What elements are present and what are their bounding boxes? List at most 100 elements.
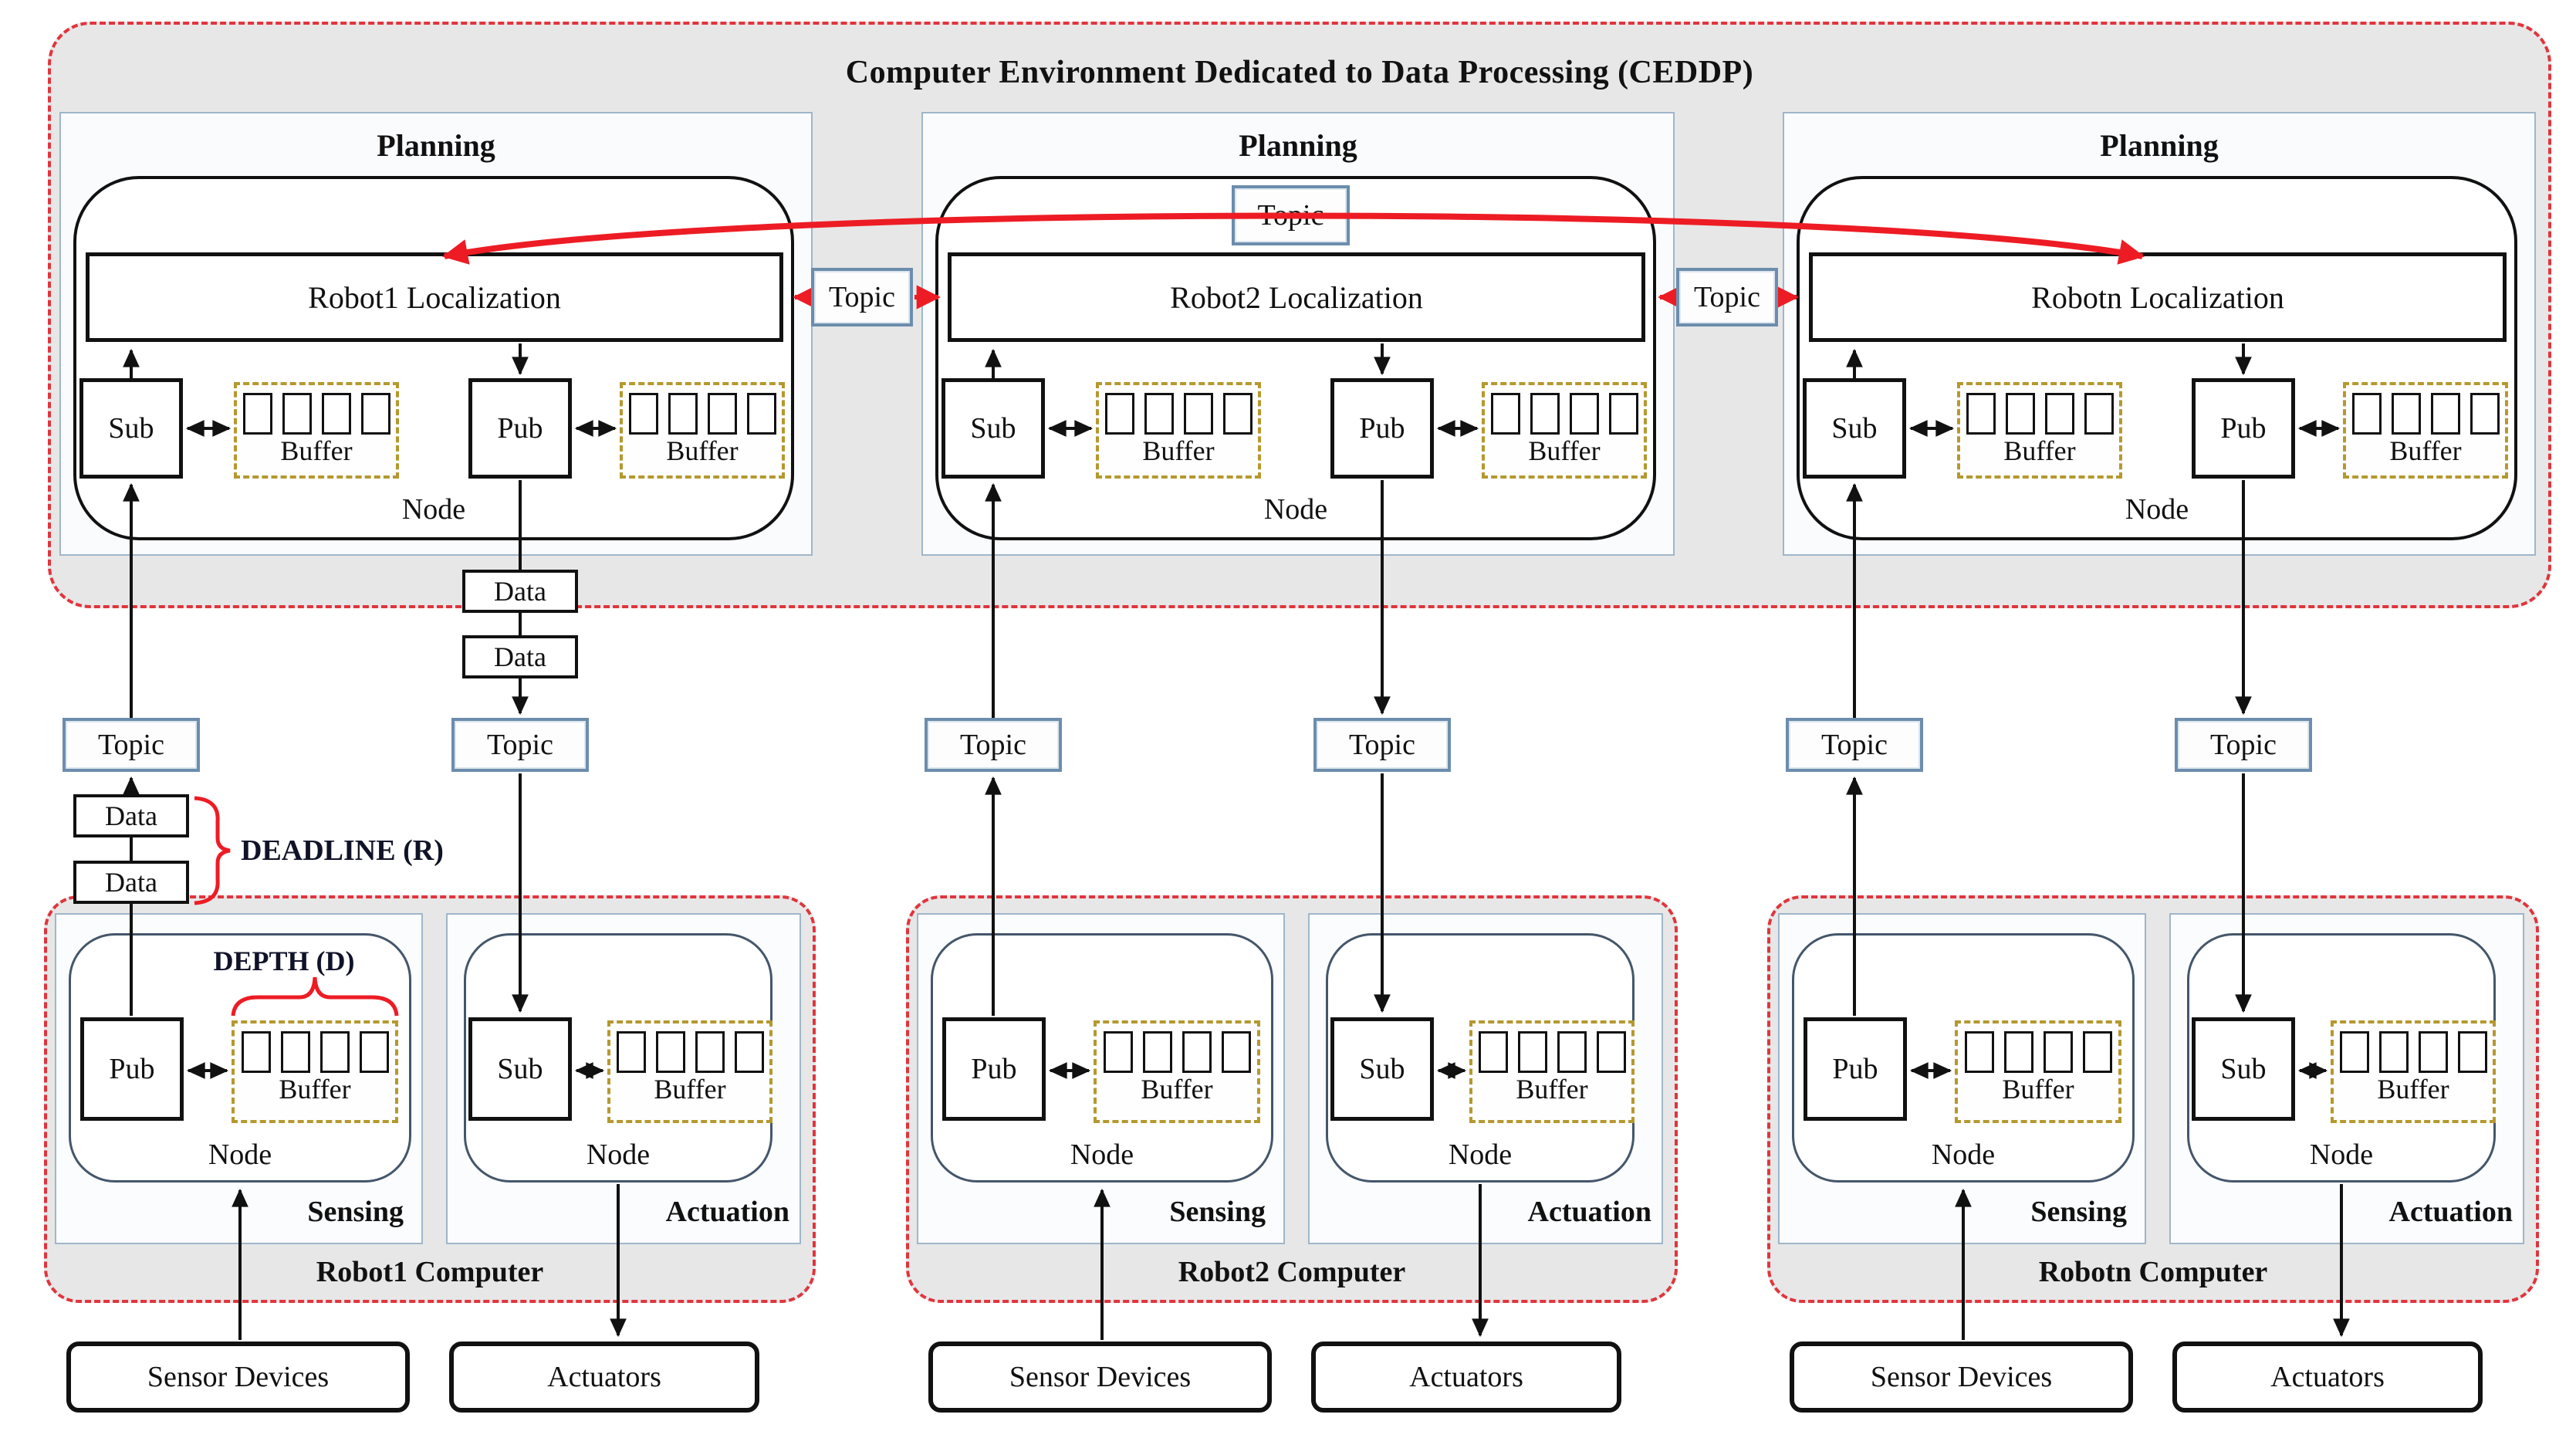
buffer-label: Buffer: [654, 1074, 726, 1105]
buffer-box-actuation-robot1: Buffer: [607, 1020, 772, 1123]
buffer-label: Buffer: [666, 435, 739, 466]
buffer-slot: [695, 1031, 725, 1073]
topic-box-top-center: Topic: [1232, 185, 1350, 245]
buffer-slot: [1142, 1031, 1172, 1073]
robot1-wires: [123, 343, 627, 1340]
sub-box-planning-robot2: Sub: [941, 378, 1045, 479]
buffer-slots: [2339, 1031, 2487, 1073]
buffer-slot: [746, 393, 776, 435]
sub-box-planning-robotn: Sub: [1803, 378, 1906, 479]
buffer-slot: [734, 1031, 764, 1073]
buffer-slot: [1103, 1031, 1133, 1073]
data-box-up-1: Data: [73, 794, 189, 837]
buffer-label: Buffer: [2002, 1074, 2074, 1105]
buffer-slot: [2418, 1031, 2448, 1073]
robot2-wires: [985, 343, 1489, 1340]
buffer-slot: [282, 393, 312, 435]
buffer-slot: [616, 1031, 646, 1073]
buffer-box-actuation-robot2: Buffer: [1469, 1020, 1635, 1123]
buffer-label: Buffer: [1141, 1074, 1213, 1105]
topic-box-sensing-robot1: Topic: [63, 718, 200, 772]
buffer-slot: [1221, 1031, 1251, 1073]
buffer-slot: [2084, 393, 2114, 435]
buffer-box-planning-pub-robot2: Buffer: [1482, 382, 1647, 479]
buffer-box-planning-sub-robotn: Buffer: [1957, 382, 2122, 479]
buffer-label: Buffer: [279, 1074, 351, 1105]
buffer-slot: [1530, 393, 1560, 435]
ceddp-title: Computer Environment Dedicated to Data P…: [845, 55, 1754, 90]
pub-box-sensing-robot1: Pub: [80, 1017, 184, 1121]
buffer-label: Buffer: [1142, 435, 1215, 466]
buffer-box-planning-pub-robot1: Buffer: [620, 382, 785, 479]
buffer-slot: [242, 393, 272, 435]
buffer-slot: [2043, 1031, 2073, 1073]
buffer-slot: [2082, 1031, 2112, 1073]
data-box-up-2: Data: [73, 861, 189, 904]
buffer-slots: [2351, 393, 2500, 435]
depth-brace: [231, 976, 399, 1017]
buffer-slot: [655, 1031, 685, 1073]
buffer-slot: [2044, 393, 2074, 435]
buffer-slot: [360, 393, 390, 435]
buffer-label: Buffer: [2377, 1074, 2449, 1105]
sub-box-actuation-robotn: Sub: [2192, 1017, 2295, 1121]
buffer-box-sensing-robotn: Buffer: [1955, 1020, 2121, 1123]
buffer-slot: [668, 393, 698, 435]
buffer-slot: [1966, 393, 1996, 435]
pub-box-planning-robot1: Pub: [468, 378, 572, 479]
localization-bar-robot1: Robot1 Localization: [86, 252, 783, 342]
buffer-slot: [1183, 393, 1213, 435]
pub-box-planning-robot2: Pub: [1330, 378, 1434, 479]
topic-box-between-r2-rn: Topic: [1676, 268, 1778, 327]
planning-title-robot2: Planning: [1239, 128, 1357, 163]
data-box-down-1: Data: [462, 570, 578, 613]
sensor-devices-box-robot1: Sensor Devices: [66, 1342, 410, 1413]
buffer-slot: [2339, 1031, 2369, 1073]
buffer-slot: [280, 1031, 310, 1073]
buffer-slot: [359, 1031, 389, 1073]
buffer-box-planning-pub-robotn: Buffer: [2343, 382, 2508, 479]
buffer-label: Buffer: [1528, 435, 1601, 466]
buffer-slot: [1182, 1031, 1212, 1073]
buffer-slot: [1478, 1031, 1508, 1073]
buffer-slot: [2378, 1031, 2409, 1073]
sub-box-actuation-robot1: Sub: [468, 1017, 572, 1121]
buffer-slot: [2351, 393, 2382, 435]
buffer-box-planning-sub-robot1: Buffer: [234, 382, 399, 479]
buffer-slots: [241, 1031, 389, 1073]
pub-box-sensing-robotn: Pub: [1804, 1017, 1907, 1121]
buffer-box-sensing-robot1: Buffer: [232, 1020, 398, 1123]
buffer-label: Buffer: [2003, 435, 2076, 466]
pub-box-sensing-robot2: Pub: [942, 1017, 1046, 1121]
buffer-slots: [242, 393, 390, 435]
planning-title-robot1: Planning: [377, 128, 495, 163]
buffer-slot: [321, 393, 351, 435]
actuators-box-robot1: Actuators: [449, 1342, 759, 1413]
buffer-slot: [1964, 1031, 1994, 1073]
buffer-slot: [707, 393, 737, 435]
buffer-slots: [1964, 1031, 2112, 1073]
buffer-slot: [241, 1031, 271, 1073]
topic-box-sensing-robotn: Topic: [1786, 718, 1923, 772]
buffer-slot: [2470, 393, 2500, 435]
buffer-slots: [1490, 393, 1638, 435]
localization-bar-robot2: Robot2 Localization: [948, 252, 1645, 342]
planning-title-robotn: Planning: [2100, 128, 2219, 163]
buffer-slot: [1490, 393, 1520, 435]
buffer-slot: [2457, 1031, 2487, 1073]
buffer-slot: [2005, 393, 2035, 435]
buffer-slot: [319, 1031, 350, 1073]
buffer-slots: [628, 393, 776, 435]
buffer-slot: [1144, 393, 1174, 435]
topic-box-sensing-robot2: Topic: [925, 718, 1062, 772]
buffer-label: Buffer: [1516, 1074, 1588, 1105]
deadline-brace: [194, 796, 231, 905]
buffer-slot: [2430, 393, 2460, 435]
localization-bar-robotn: Robotn Localization: [1809, 252, 2507, 342]
buffer-slot: [2003, 1031, 2033, 1073]
actuators-box-robot2: Actuators: [1311, 1342, 1621, 1413]
buffer-slot: [1569, 393, 1599, 435]
buffer-box-planning-sub-robot2: Buffer: [1096, 382, 1261, 479]
